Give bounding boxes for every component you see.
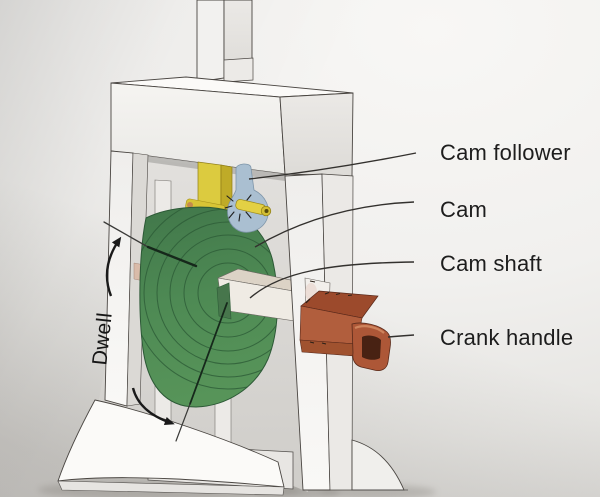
crank-handle (299, 277, 391, 371)
dwell-arrow-up (105, 236, 122, 297)
cam-axle-pin (235, 199, 272, 217)
crank-grip-opening (362, 335, 381, 360)
cam-label: Cam (440, 197, 488, 222)
cam-follower-label: Cam follower (440, 140, 571, 165)
cam-shaft-label: Cam shaft (440, 251, 543, 276)
dwell-region-lines (103, 221, 228, 442)
frame-right-foot (351, 439, 405, 491)
crank-fold-dashes (305, 280, 353, 345)
pin-scribble (224, 194, 252, 222)
leader-cam-follower (248, 152, 417, 180)
frame-top-stem (196, 0, 254, 83)
frame-base (57, 399, 285, 496)
leader-cam (254, 201, 415, 248)
cam-shaft (216, 268, 296, 322)
axle-rod-end (187, 202, 193, 208)
cam-hub-flap (216, 282, 232, 320)
leader-lines (248, 152, 417, 338)
leader-crank-handle (387, 334, 415, 338)
crank-handle-label: Crank handle (440, 325, 574, 350)
rotation-arrow (131, 387, 175, 425)
frame-top-beam (110, 76, 354, 177)
leader-cam-shaft (249, 261, 415, 299)
